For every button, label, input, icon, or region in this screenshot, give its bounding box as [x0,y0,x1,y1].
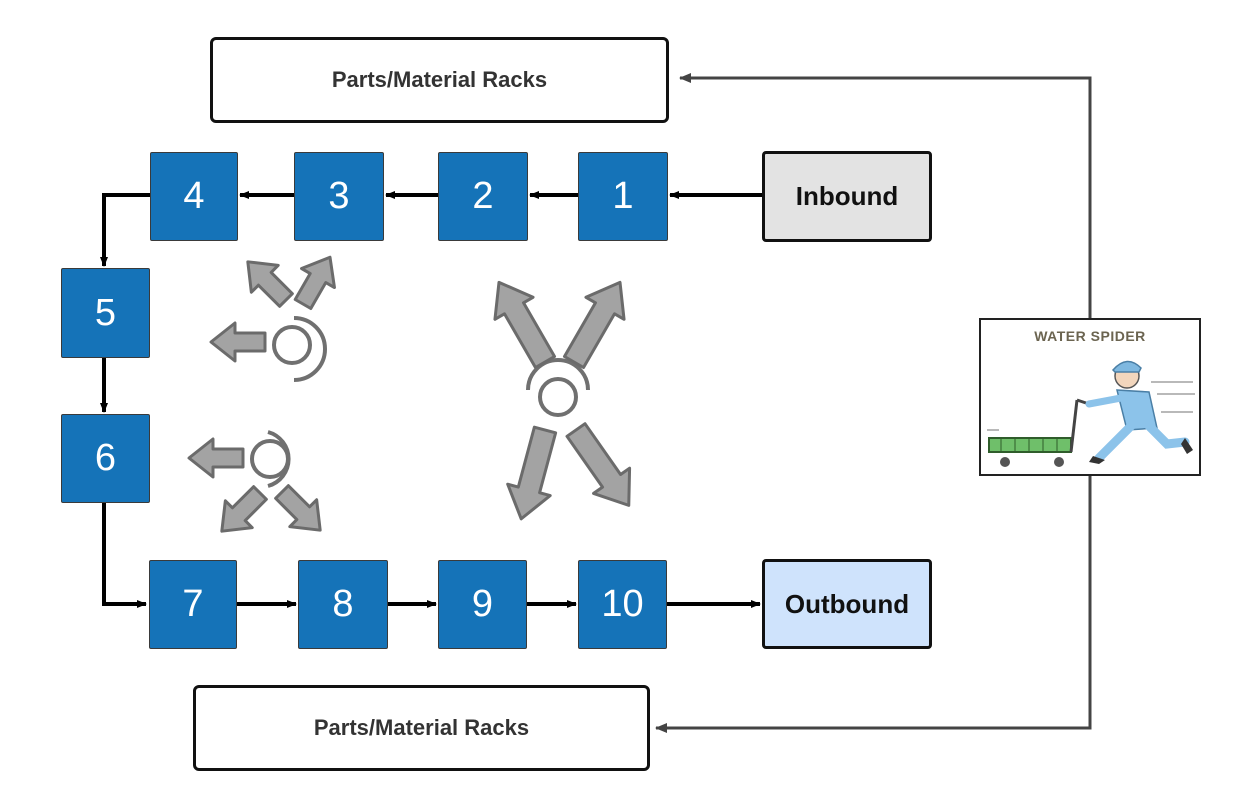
outbound-label: Outbound [784,588,910,619]
station-4-label: 4 [183,175,205,217]
motion-arrow-icon [553,269,641,375]
motion-arrow-icon [267,477,336,546]
motion-arrow-icon [498,422,568,527]
station-9-label: 9 [471,583,494,625]
outbound-box: Outbound [762,559,932,649]
parts-rack-top-label: Parts/Material Racks [331,67,548,92]
station-3: 3 [294,152,384,241]
station-6-label: 6 [94,437,117,479]
parts-rack-bottom: Parts/Material Racks [193,685,650,771]
flow-arrows [100,191,764,608]
motion-arrow-icon [556,415,649,520]
station-8: 8 [298,560,388,649]
station-1: 1 [578,152,668,241]
station-8-label: 8 [332,583,354,625]
station-4: 4 [150,152,238,241]
inbound-box: Inbound [762,151,932,242]
flow-arrow-4-5 [100,193,150,267]
station-5-label: 5 [94,291,117,334]
motion-arrow-icon [232,246,301,315]
water-spider-illustration-icon [987,360,1195,467]
motion-arrow-icon [478,269,566,375]
parts-rack-top: Parts/Material Racks [210,37,669,123]
water-spider-title: WATER SPIDER [1034,328,1146,344]
motion-arrow-icon [209,321,267,363]
motion-arrow-icon [206,478,275,547]
motion-arrow-icon [285,246,348,315]
station-10: 10 [578,560,667,649]
parts-rack-bottom-label: Parts/Material Racks [313,715,530,740]
station-7-label: 7 [182,583,204,625]
flow-arrow-6-7 [102,503,147,608]
station-2: 2 [438,152,528,241]
station-1-label: 1 [612,175,634,217]
operator-icon-center [478,269,649,527]
station-7: 7 [149,560,237,649]
water-spider-card: WATER SPIDER [979,318,1201,476]
operator-icon-lower-left [187,430,336,547]
station-6: 6 [61,414,150,503]
station-10-label: 10 [601,583,644,625]
station-3-label: 3 [328,175,350,217]
station-9: 9 [438,560,527,649]
motion-arrow-icon [187,437,245,479]
water-spider-route [655,73,1092,733]
operator-icon-upper-left [209,246,348,382]
inbound-label: Inbound [795,181,899,211]
station-2-label: 2 [472,175,494,217]
station-5: 5 [61,268,150,358]
